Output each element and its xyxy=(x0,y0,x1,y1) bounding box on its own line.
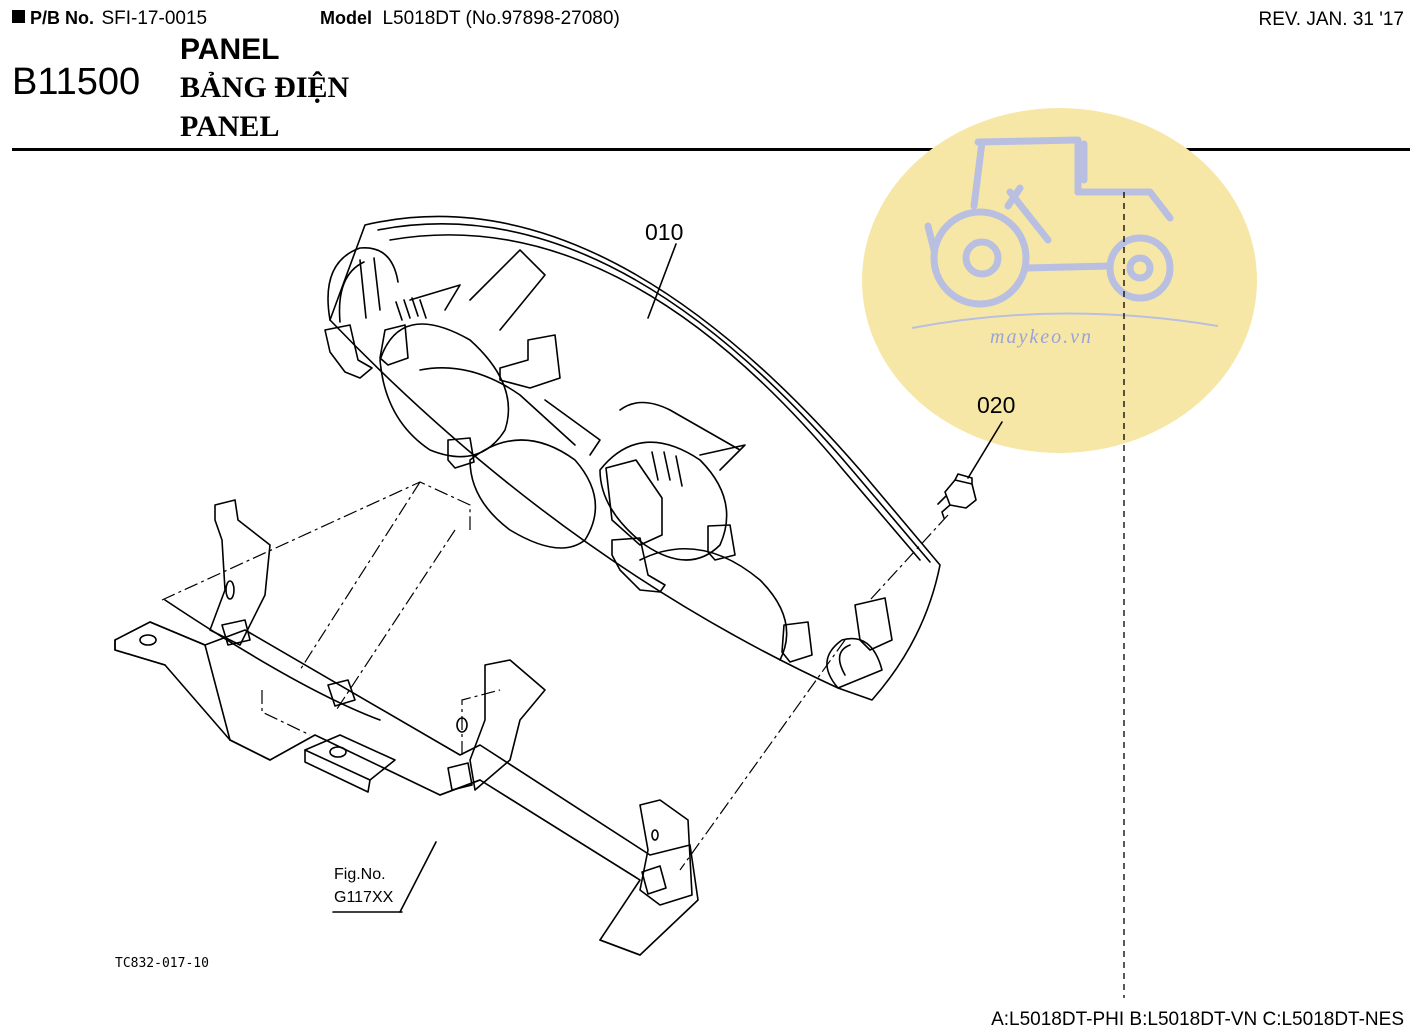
screw-part xyxy=(937,473,977,519)
square-bullet-icon xyxy=(12,10,25,23)
pb-label: P/B No. xyxy=(30,8,95,28)
phantom-bracket-edge xyxy=(261,481,456,736)
leader-line-020 xyxy=(967,421,1003,479)
fig-ref-label: Fig.No. xyxy=(334,866,386,883)
fig-ref-number: G117XX xyxy=(334,889,394,906)
model-variants: A:L5018DT-PHI B:L5018DT-VN C:L5018DT-NES xyxy=(991,1009,1404,1030)
phantom-bracket-outline xyxy=(161,481,471,601)
pb-value: SFI-17-0015 xyxy=(101,8,208,29)
watermark-circle xyxy=(862,108,1257,453)
part-label-010: 010 xyxy=(645,219,684,245)
screw-alignment-line xyxy=(869,514,949,601)
page-title-vietnamese: BẢNG ĐIỆN xyxy=(180,71,350,104)
leader-line-fig xyxy=(399,841,437,913)
pb-number: P/B No. SFI-17-0015 xyxy=(12,8,207,30)
header-divider xyxy=(12,148,1410,151)
bracket-alignment-line xyxy=(679,639,846,871)
page-title-alt: PANEL xyxy=(180,110,280,143)
model-label: Model xyxy=(320,8,372,28)
drawing-code: TC832-017-10 xyxy=(115,956,209,971)
model-value: L5018DT (No.97898-27080) xyxy=(382,8,620,29)
page-title: PANEL xyxy=(180,33,280,66)
watermark-text: maykeo.vn xyxy=(990,326,1093,348)
part-label-020: 020 xyxy=(977,392,1016,418)
phantom-tab-outline xyxy=(461,689,501,755)
model-info: Model L5018DT (No.97898-27080) xyxy=(320,8,620,30)
tractor-logo-icon xyxy=(911,136,1219,329)
panel-bracket-part xyxy=(114,499,699,956)
revision-date: REV. JAN. 31 '17 xyxy=(1258,9,1404,30)
section-code: B11500 xyxy=(12,61,141,103)
instrument-panel-part xyxy=(324,215,941,701)
leader-line-010 xyxy=(647,243,677,319)
